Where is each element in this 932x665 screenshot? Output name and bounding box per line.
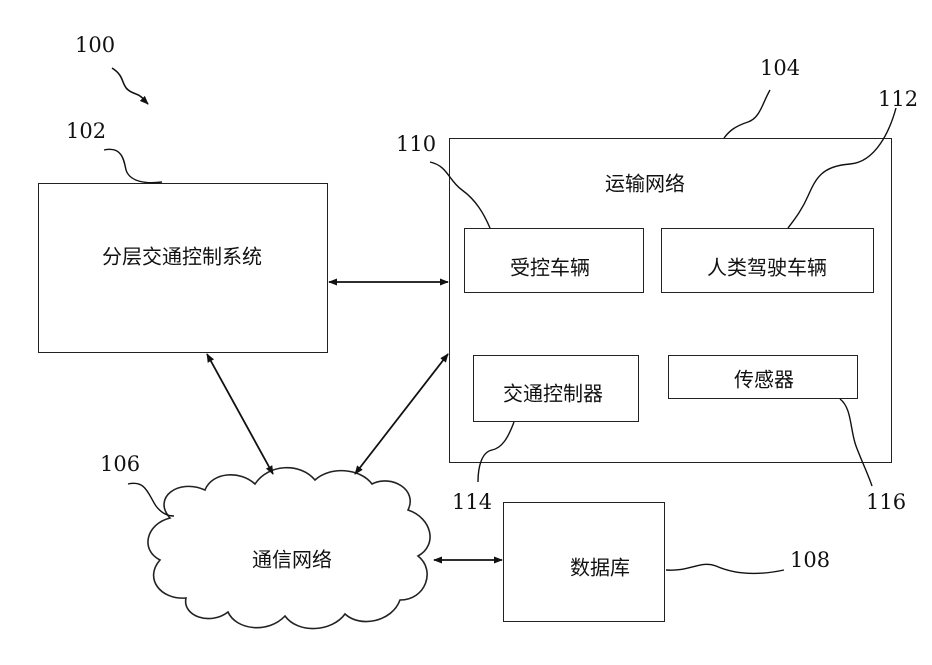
controlled-vehicle-label: 受控车辆: [510, 252, 590, 281]
human-driven-vehicle-label: 人类驾驶车辆: [707, 252, 827, 281]
leader-116: [840, 399, 872, 486]
system-to-cloud-arrow: [207, 354, 273, 474]
ref-110: 110: [396, 132, 436, 156]
ref-102: 102: [66, 119, 106, 143]
cloud-to-transport-arrow: [355, 354, 448, 474]
leader-110: [430, 162, 490, 228]
leader-100: [112, 68, 148, 104]
sensor-label: 传感器: [734, 364, 794, 393]
ref-106: 106: [100, 452, 140, 476]
ref-116: 116: [866, 490, 906, 514]
leader-104: [724, 90, 770, 138]
hierarchical-control-system-label: 分层交通控制系统: [102, 241, 262, 270]
ref-112: 112: [878, 87, 918, 111]
transport-network-label: 运输网络: [605, 168, 685, 197]
leader-102: [104, 149, 162, 182]
ref-104: 104: [760, 56, 800, 80]
communication-network-label: 通信网络: [252, 544, 332, 573]
traffic-controller-label: 交通控制器: [503, 378, 603, 407]
leader-108: [666, 564, 784, 573]
ref-108: 108: [790, 548, 830, 572]
leader-112: [788, 108, 896, 228]
leader-114: [478, 422, 514, 482]
ref-114: 114: [452, 490, 492, 514]
ref-100: 100: [75, 33, 115, 57]
database-label: 数据库: [570, 552, 630, 581]
